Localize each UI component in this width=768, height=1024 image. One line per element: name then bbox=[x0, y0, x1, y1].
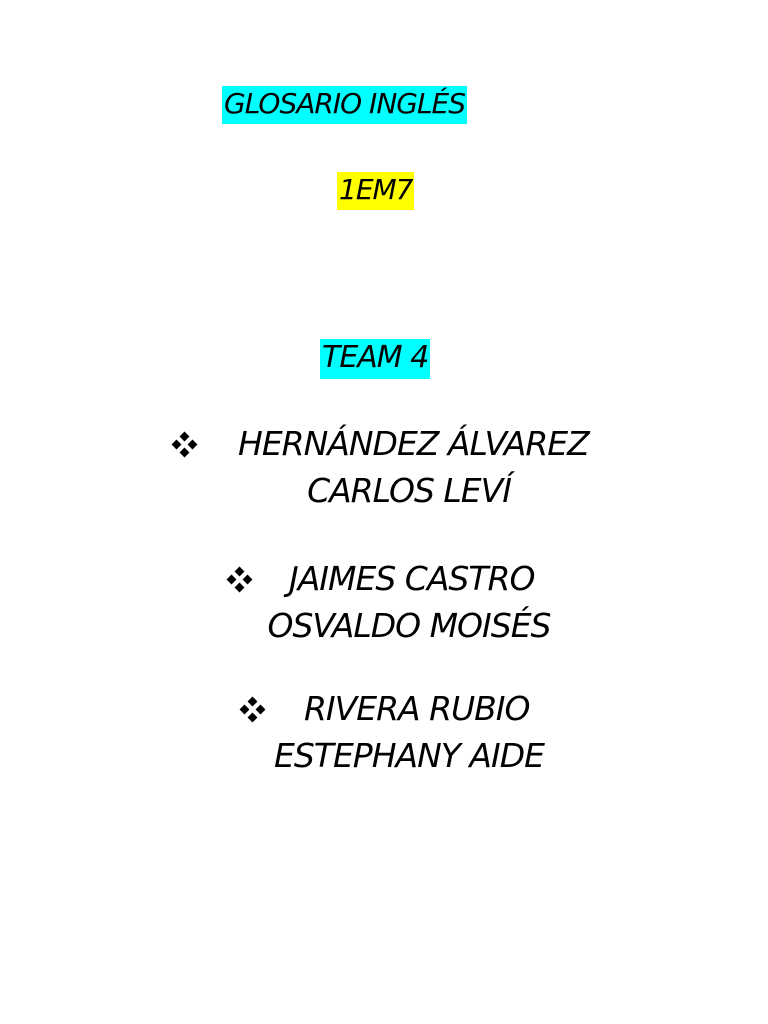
diamond-bullet-icon bbox=[239, 696, 266, 723]
member-name-line2: OSVALDO MOISÉS bbox=[267, 606, 551, 645]
member-name-line2: CARLOS LEVÍ bbox=[307, 471, 512, 510]
member-name-line1: JAIMES CASTRO bbox=[289, 559, 535, 598]
diamond-bullet-icon bbox=[226, 566, 253, 593]
member-name-line2: ESTEPHANY AIDE bbox=[274, 736, 545, 775]
member-list-item: JAIMES CASTRO OSVALDO MOISÉS bbox=[0, 555, 768, 649]
document-title: GLOSARIO INGLÉS bbox=[222, 86, 468, 124]
member-list-item: HERNÁNDEZ ÁLVAREZ CARLOS LEVÍ bbox=[0, 420, 768, 514]
member-name-line1: HERNÁNDEZ ÁLVAREZ bbox=[238, 424, 590, 463]
group-label: 1EM7 bbox=[337, 172, 415, 210]
member-list-item: RIVERA RUBIO ESTEPHANY AIDE bbox=[0, 685, 768, 779]
team-label: TEAM 4 bbox=[320, 339, 431, 379]
diamond-bullet-icon bbox=[171, 431, 198, 458]
member-name-line1: RIVERA RUBIO bbox=[304, 689, 531, 728]
